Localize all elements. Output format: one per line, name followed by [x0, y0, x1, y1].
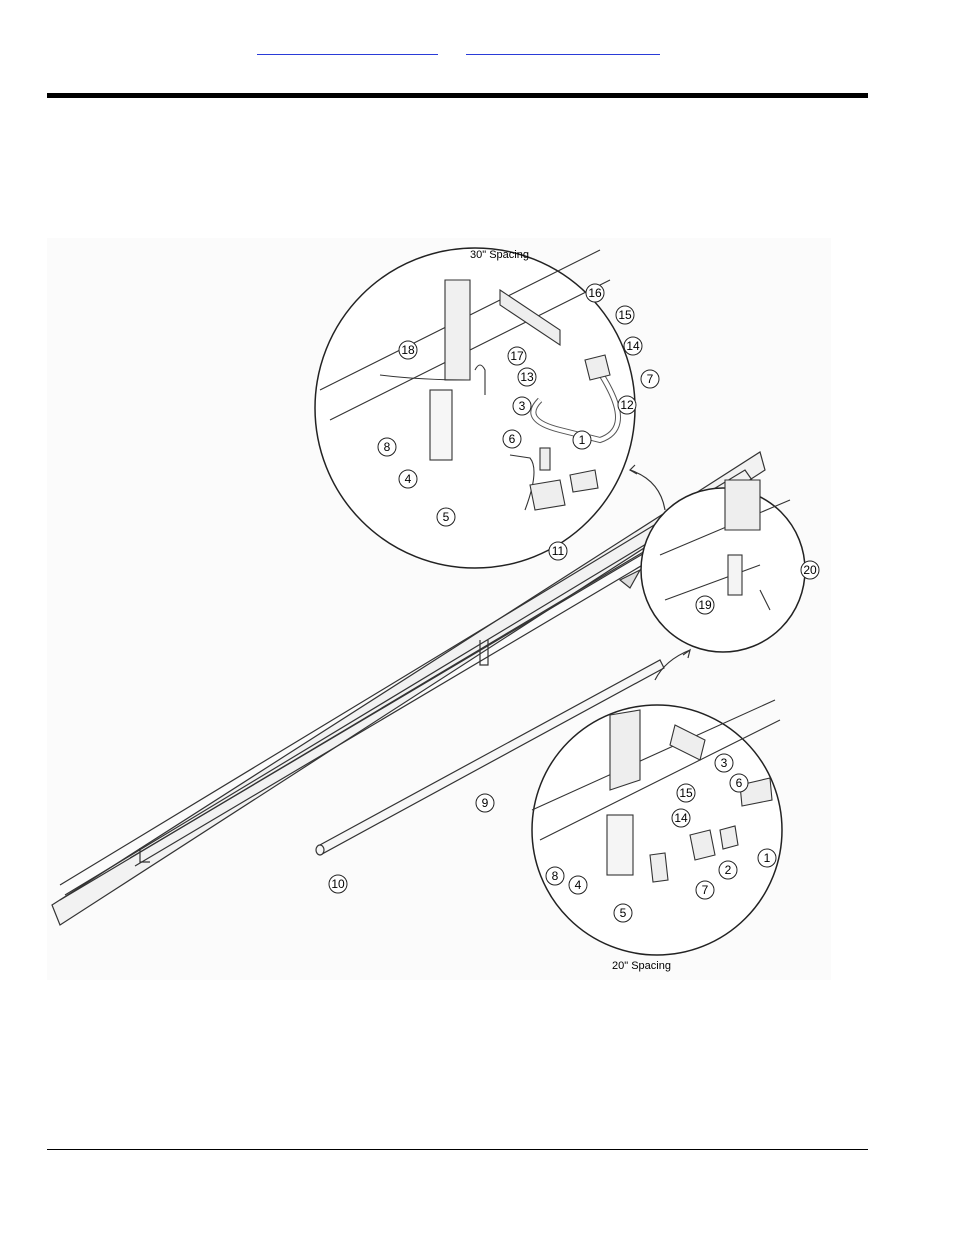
callout-top-detail-1: 1	[573, 431, 591, 449]
callout-top-detail-7: 7	[641, 370, 659, 388]
callout-top-detail-5: 5	[437, 508, 455, 526]
callout-label: 14	[626, 339, 640, 353]
callout-bottom-detail-14: 14	[672, 809, 690, 827]
callout-top-detail-11: 11	[549, 542, 567, 560]
callout-bottom-detail-4: 4	[569, 876, 587, 894]
callout-label: 5	[443, 510, 450, 524]
callout-top-detail-16: 16	[586, 284, 604, 302]
callout-label: 13	[520, 370, 534, 384]
callout-label: 20	[803, 563, 817, 577]
callout-bottom-detail-15: 15	[677, 784, 695, 802]
callout-label: 7	[647, 372, 654, 386]
callout-bottom-detail-7: 7	[696, 881, 714, 899]
callout-top-detail-18: 18	[399, 341, 417, 359]
callout-top-detail-12: 12	[618, 396, 636, 414]
callout-main-9: 9	[476, 794, 494, 812]
callout-top-detail-17: 17	[508, 347, 526, 365]
callout-label: 15	[679, 786, 693, 800]
callout-label: 2	[725, 863, 732, 877]
detail-20in	[532, 700, 782, 955]
callout-label: 10	[331, 877, 345, 891]
caption-20in: 20" Spacing	[612, 960, 671, 972]
callout-label: 9	[482, 796, 489, 810]
caption-30in: 30" Spacing	[470, 249, 529, 261]
callout-top-detail-6: 6	[503, 430, 521, 448]
callout-bottom-detail-3: 3	[715, 754, 733, 772]
callout-label: 6	[509, 432, 516, 446]
callout-label: 7	[702, 883, 709, 897]
callout-bottom-detail-2: 2	[719, 861, 737, 879]
callout-top-detail-15: 15	[616, 306, 634, 324]
callout-label: 12	[620, 398, 634, 412]
callout-label: 15	[618, 308, 632, 322]
callout-label: 3	[721, 756, 728, 770]
callout-label: 4	[575, 878, 582, 892]
callout-bottom-detail-5: 5	[614, 904, 632, 922]
callout-label: 11	[552, 544, 565, 558]
callout-top-detail-14: 14	[624, 337, 642, 355]
callout-label: 14	[674, 811, 688, 825]
callout-main-10: 10	[329, 875, 347, 893]
callout-label: 1	[764, 851, 771, 865]
callout-label: 8	[552, 869, 559, 883]
callout-top-detail-13: 13	[518, 368, 536, 386]
callout-label: 8	[384, 440, 391, 454]
callout-bottom-detail-6: 6	[730, 774, 748, 792]
callout-label: 17	[510, 349, 524, 363]
callout-label: 6	[736, 776, 743, 790]
callout-top-detail-3: 3	[513, 397, 531, 415]
callout-middle-detail-20: 20	[801, 561, 819, 579]
callout-middle-detail-19: 19	[696, 596, 714, 614]
callout-label: 3	[519, 399, 526, 413]
callout-label: 18	[401, 343, 415, 357]
callout-label: 5	[620, 906, 627, 920]
callout-label: 16	[588, 286, 602, 300]
callout-bottom-detail-1: 1	[758, 849, 776, 867]
callout-label: 1	[579, 433, 586, 447]
footer-rule	[47, 1149, 868, 1150]
callout-label: 19	[698, 598, 712, 612]
detail-assembly	[641, 480, 805, 652]
callout-top-detail-8: 8	[378, 438, 396, 456]
callout-bottom-detail-8: 8	[546, 867, 564, 885]
callout-top-detail-4: 4	[399, 470, 417, 488]
callout-label: 4	[405, 472, 412, 486]
